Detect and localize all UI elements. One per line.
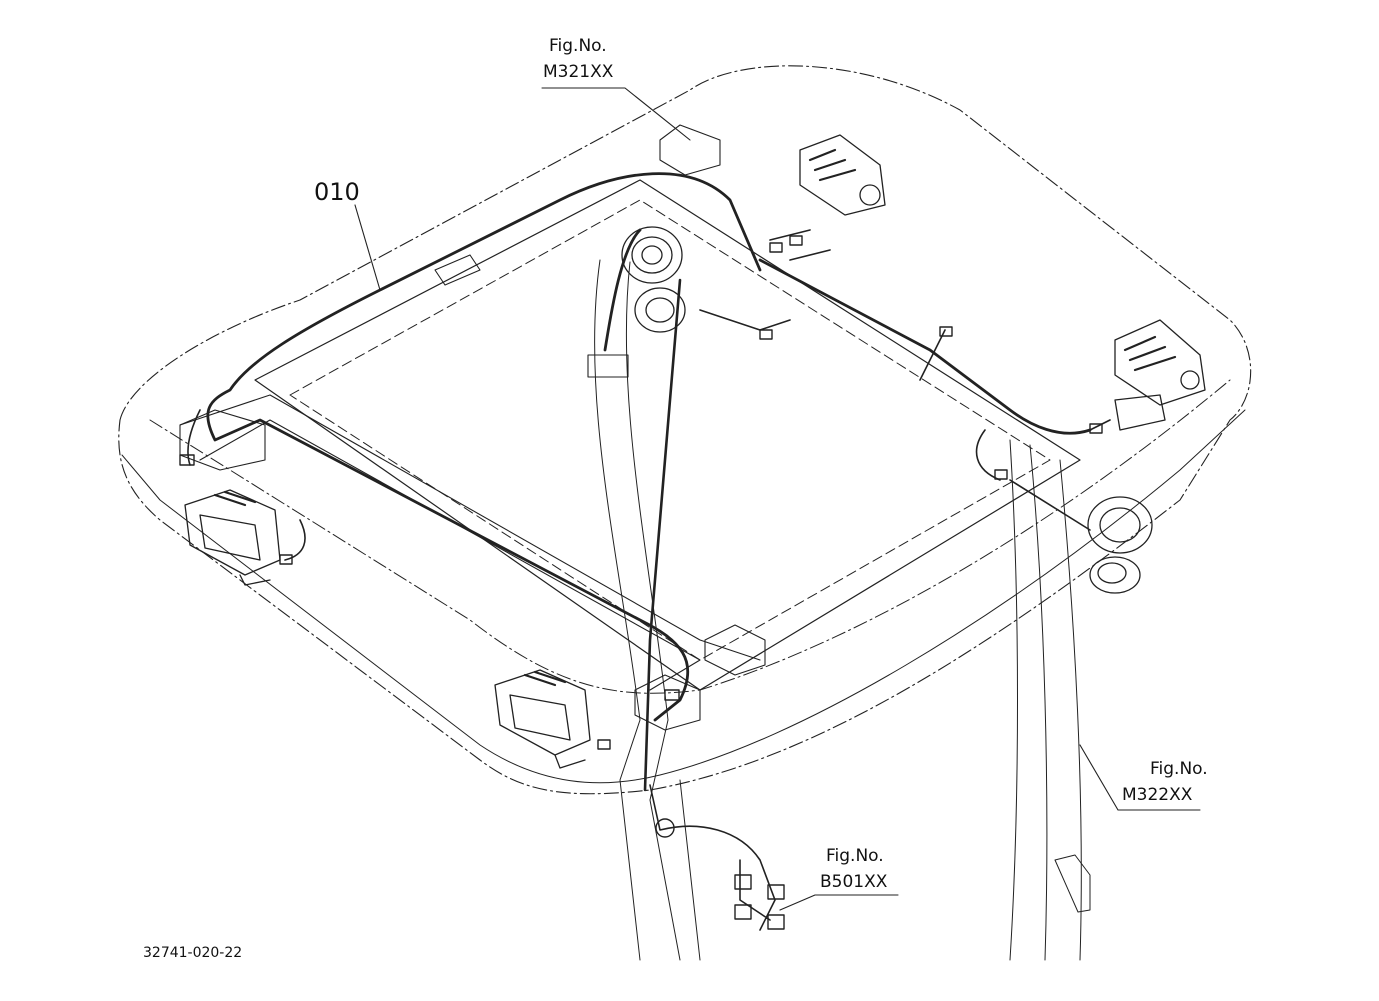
roof-frame-inner: [289, 199, 1051, 661]
ref-b501-prefix: Fig.No.: [826, 846, 884, 866]
work-light-front: [494, 669, 591, 769]
ref-m321-code[interactable]: M321XX: [543, 62, 614, 82]
roof-lower-edge: [121, 409, 1246, 784]
part-number-label: 010: [314, 178, 360, 206]
front-bracket: [704, 624, 766, 676]
front-block: [634, 674, 701, 731]
pillar-clip: [1054, 854, 1091, 913]
beacon-top: [621, 226, 686, 333]
beacon-right: [1087, 496, 1153, 594]
mid-bracket: [434, 254, 481, 286]
rear-pillar: [1009, 439, 1082, 961]
connectors: [179, 235, 1103, 930]
roof-outline: [118, 65, 1252, 795]
harness-drop: [643, 278, 682, 792]
left-block: [179, 409, 266, 471]
roof-frame: [254, 179, 1081, 691]
ref-m322-code[interactable]: M322XX: [1122, 785, 1193, 805]
work-light-left: [184, 489, 281, 586]
work-light-top: [799, 134, 886, 216]
roof-inner-edge: [149, 379, 1231, 694]
ref-b501-code[interactable]: B501XX: [820, 872, 888, 892]
drawing-code: 32741-020-22: [143, 945, 243, 961]
ref-m322-prefix: Fig.No.: [1150, 759, 1208, 779]
small-block: [587, 354, 629, 378]
ref-m321-prefix: Fig.No.: [549, 36, 607, 56]
callout-leaders: [354, 87, 1201, 911]
work-light-right: [1114, 319, 1206, 431]
harness-main: [206, 172, 1092, 722]
frame-crossbar: [179, 394, 761, 691]
top-bracket: [659, 124, 721, 176]
